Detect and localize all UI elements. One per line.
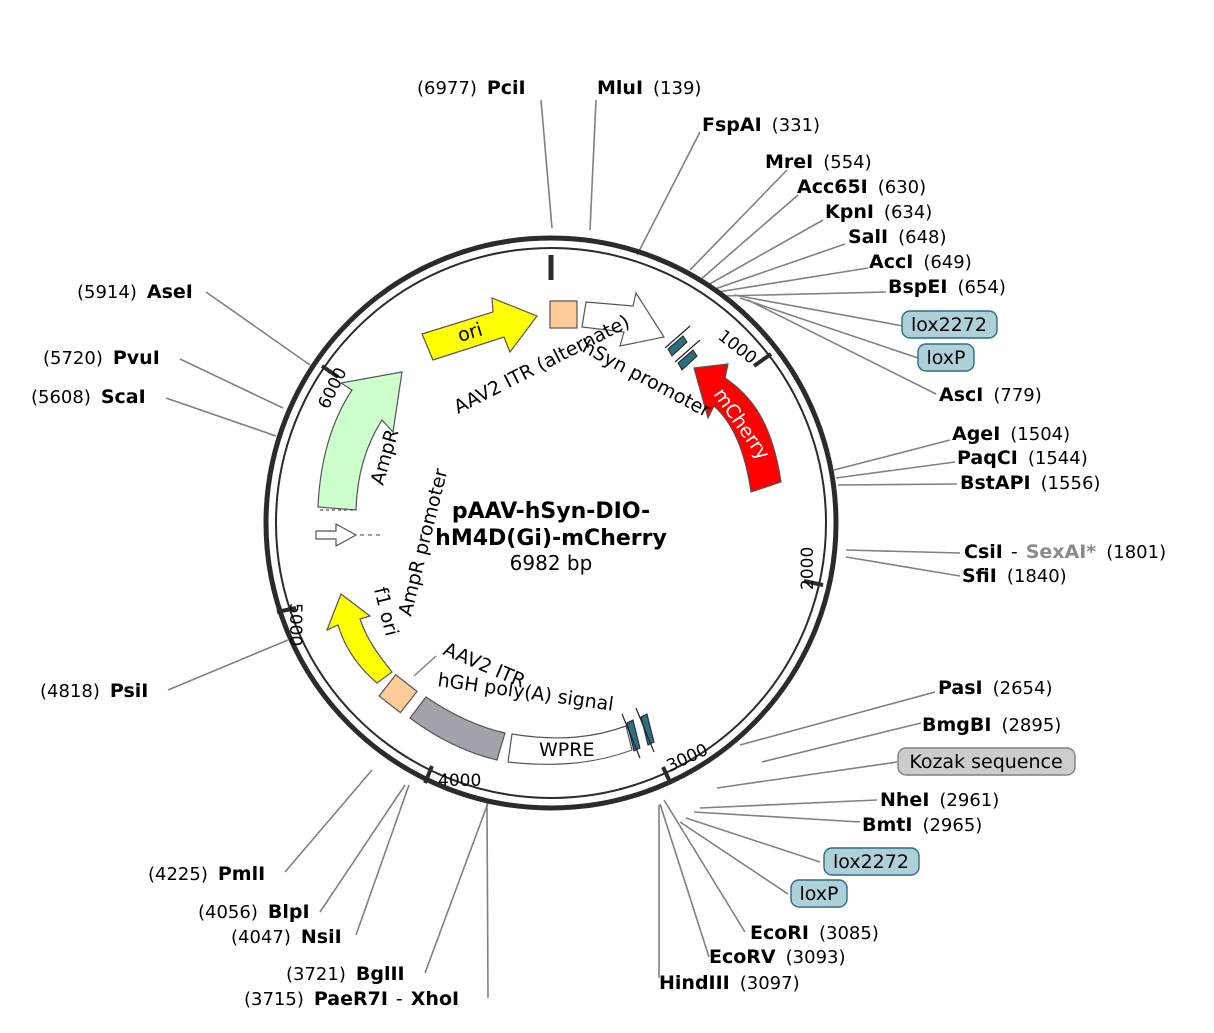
enzyme-labels: (6977)PciI MluI(139) FspAI(331) MreI(554… [31, 77, 1166, 1010]
enzyme-mlui: MluI(139) [597, 77, 701, 99]
enzyme-blpi: (4056)BlpI [198, 901, 310, 923]
hgh-polya-block [409, 696, 506, 761]
badge-lox2272-top: lox2272 [901, 310, 998, 339]
enzyme-bmti: BmtI(2965) [862, 814, 982, 836]
enzyme-asei: (5914)AseI [77, 281, 193, 303]
feature-badges: lox2272 loxP Kozak sequence lox2272 loxP [790, 310, 1076, 908]
lox-markers-bottom [621, 707, 655, 759]
plasmid-size: 6982 bp [510, 551, 593, 575]
enzyme-mrei: MreI(554) [765, 151, 872, 173]
enzyme-fspai: FspAI(331) [702, 114, 820, 136]
title-line-1: pAAV-hSyn-DIO- [452, 499, 650, 524]
f1-ori-label: f1 ori [369, 585, 402, 638]
enzyme-bglii: (3721)BglII [286, 963, 405, 985]
tick-mark-4000 [423, 765, 434, 784]
enzyme-kpni: KpnI(634) [825, 201, 932, 223]
svg-text:lox2272: lox2272 [911, 314, 987, 336]
hsyn-promoter-label: hSyn promoter [579, 336, 715, 422]
svg-text:loxP: loxP [799, 883, 838, 905]
badge-loxp-top: loxP [917, 343, 975, 372]
enzyme-sfii: SfiI(1840) [962, 565, 1067, 587]
enzyme-psii: (4818)PsiI [40, 680, 148, 702]
tick-mark-2000 [803, 579, 824, 587]
enzyme-ecorv: EcoRV(3093) [709, 946, 846, 968]
itr-block [378, 673, 418, 714]
ori-arrow [421, 297, 538, 361]
badge-kozak: Kozak sequence [897, 747, 1076, 776]
mcherry-arrow [693, 363, 782, 493]
lox-markers-top [664, 325, 701, 371]
wpre-block [507, 725, 633, 765]
backbone [263, 235, 839, 811]
tick-mark-6000 [320, 364, 340, 379]
enzyme-acci: AccI(649) [869, 251, 972, 273]
enzyme-pmli: (4225)PmlI [148, 863, 265, 885]
enzyme-bmgbi: BmgBI(2895) [922, 714, 1061, 736]
enzyme-sali: SalI(648) [848, 226, 947, 248]
f1-ori-arrow [325, 593, 393, 684]
svg-text:loxP: loxP [926, 347, 965, 369]
tick-label-5000: 5000 [285, 603, 305, 646]
enzyme-nsii: (4047)NsiI [231, 926, 342, 948]
enzyme-bspei: BspEI(654) [888, 276, 1006, 298]
enzyme-scai: (5608)ScaI [31, 386, 146, 408]
enzyme-pcii: (6977)PciI [417, 77, 526, 99]
enzyme-pvui: (5720)PvuI [43, 347, 160, 369]
leader-lines [165, 99, 961, 999]
tick-mark-3000 [661, 766, 673, 785]
tick-label-1000: 1000 [714, 326, 760, 368]
tick-label-4000: 4000 [438, 771, 481, 791]
svg-text:lox2272: lox2272 [833, 851, 909, 873]
enzyme-acc65i: Acc65I(630) [797, 176, 926, 198]
enzyme-bstapi: BstAPI(1556) [960, 472, 1100, 494]
enzyme-pasi: PasI(2654) [938, 677, 1052, 699]
wpre-label: WPRE [539, 739, 594, 761]
enzyme-paqci: PaqCI(1544) [957, 447, 1088, 469]
enzyme-asci: AscI(779) [939, 384, 1042, 406]
badge-loxp-bottom: loxP [790, 879, 848, 908]
hsyn-promoter-arrow [581, 291, 665, 347]
tick-mark-5000 [276, 606, 297, 614]
enzyme-agei: AgeI(1504) [952, 423, 1070, 445]
enzyme-hindiii: HindIII(3097) [659, 972, 800, 994]
plasmid-title: pAAV-hSyn-DIO- hM4D(Gi)-mCherry 6982 bp [435, 499, 667, 575]
tick-mark-1000 [752, 352, 773, 368]
enzyme-paer7i: (3715)PaeR7I-XhoI [244, 988, 459, 1010]
ampr-promoter-arrow [315, 522, 358, 548]
tick-label-2000: 2000 [798, 547, 818, 590]
itr-alternate-block [549, 300, 578, 329]
badge-lox2272-bottom: lox2272 [823, 847, 920, 876]
title-line-2: hM4D(Gi)-mCherry [435, 526, 667, 551]
ampr-arrow [317, 371, 403, 511]
enzyme-nhei: NheI(2961) [880, 789, 999, 811]
enzyme-csii: CsiI-SexAI*(1801) [964, 541, 1166, 563]
svg-text:Kozak sequence: Kozak sequence [909, 751, 1062, 773]
enzyme-ecori: EcoRI(3085) [750, 922, 879, 944]
